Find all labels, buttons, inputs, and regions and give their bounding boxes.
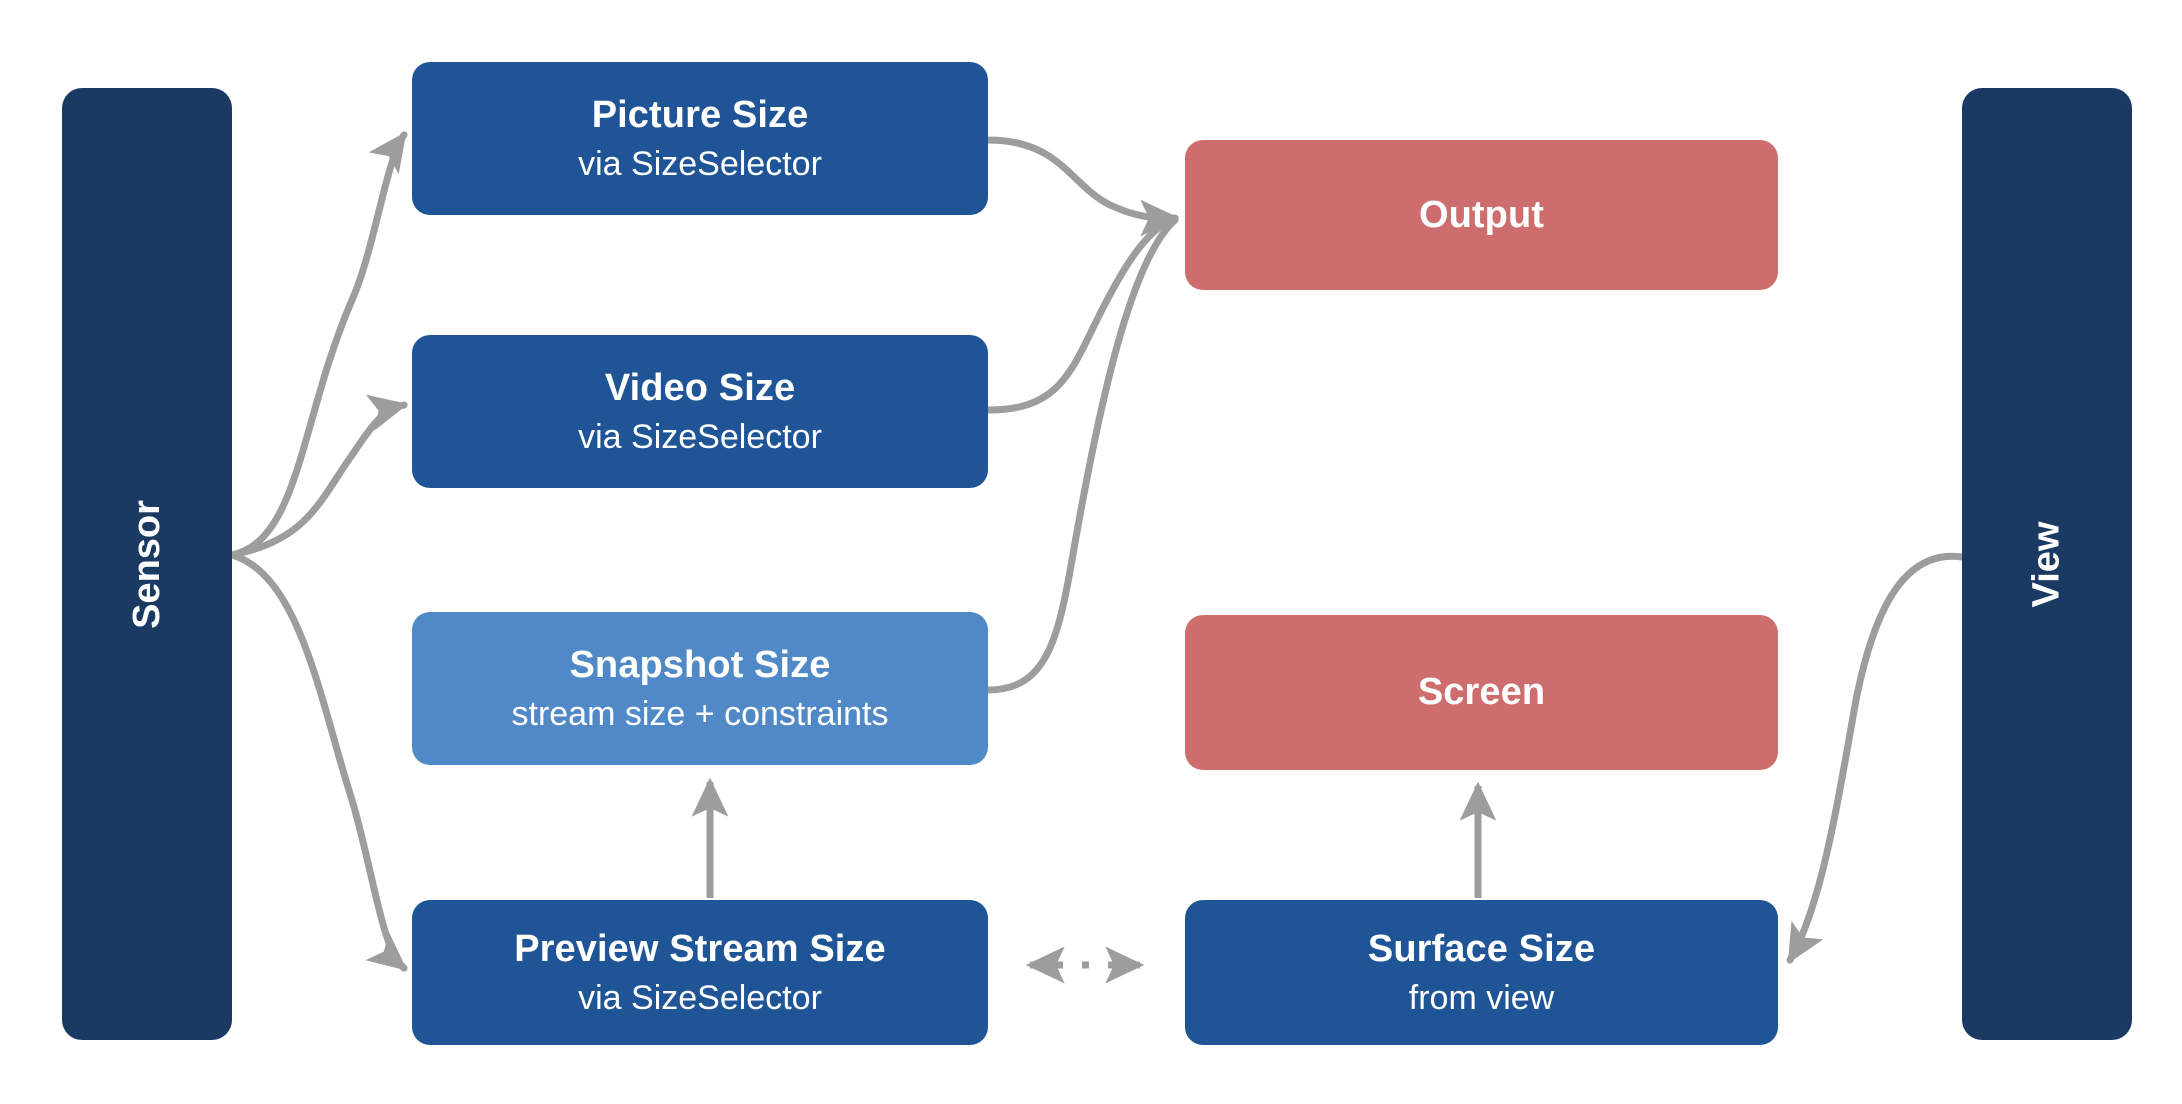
- node-output-title: Output: [1418, 193, 1545, 236]
- node-video-size[interactable]: Video Size via SizeSelector: [412, 335, 988, 488]
- node-video-size-subtitle: via SizeSelector: [578, 418, 822, 457]
- node-output[interactable]: Output: [1185, 140, 1778, 290]
- lane-sensor[interactable]: Sensor: [62, 88, 232, 1040]
- node-snapshot-size-subtitle: stream size + constraints: [511, 695, 889, 734]
- node-preview-stream-size[interactable]: Preview Stream Size via SizeSelector: [412, 900, 988, 1045]
- node-screen[interactable]: Screen: [1185, 615, 1778, 770]
- lane-view-label: View: [2025, 521, 2068, 607]
- node-preview-stream-size-title: Preview Stream Size: [514, 927, 886, 970]
- node-preview-stream-size-subtitle: via SizeSelector: [578, 979, 822, 1018]
- node-picture-size[interactable]: Picture Size via SizeSelector: [412, 62, 988, 215]
- node-snapshot-size[interactable]: Snapshot Size stream size + constraints: [412, 612, 988, 765]
- lane-sensor-label: Sensor: [125, 499, 168, 629]
- edge-picture-size-to-output: [984, 136, 1180, 237]
- edge-sensor-to-video-size: [228, 394, 409, 559]
- node-surface-size-subtitle: from view: [1408, 979, 1555, 1018]
- node-screen-title: Screen: [1417, 671, 1546, 714]
- edge-sensor-to-preview-stream-size: [228, 551, 408, 972]
- node-picture-size-subtitle: via SizeSelector: [578, 145, 822, 184]
- node-snapshot-size-title: Snapshot Size: [569, 643, 831, 686]
- node-surface-size-title: Surface Size: [1367, 927, 1596, 970]
- edge-sensor-to-picture-size: [228, 131, 408, 559]
- lane-view[interactable]: View: [1962, 88, 2132, 1040]
- edge-video-size-to-output: [984, 215, 1179, 414]
- node-surface-size[interactable]: Surface Size from view: [1185, 900, 1778, 1045]
- node-picture-size-title: Picture Size: [591, 93, 809, 136]
- edge-view-to-surface-size: [1786, 552, 1966, 964]
- edge-snapshot-size-to-output: [984, 216, 1179, 694]
- node-video-size-title: Video Size: [604, 366, 796, 409]
